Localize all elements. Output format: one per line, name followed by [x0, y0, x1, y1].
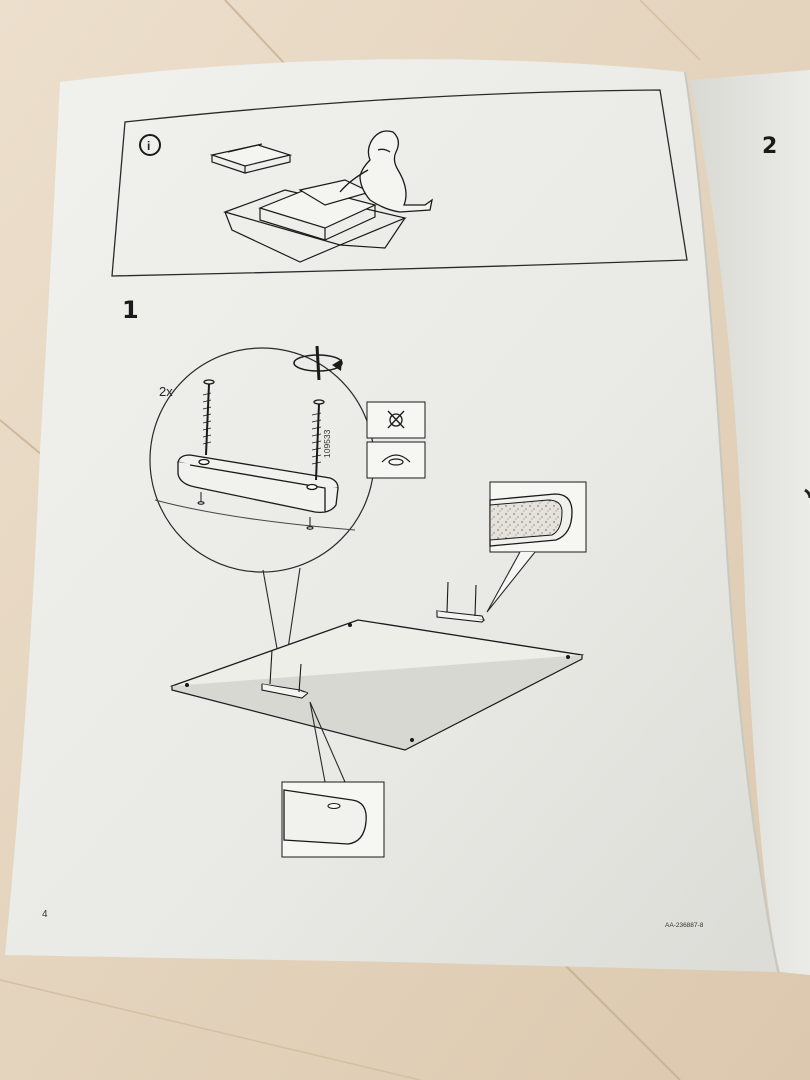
panel-board	[169, 619, 585, 751]
board-block-back	[435, 581, 485, 623]
info-icon: i	[139, 134, 161, 156]
board-block-front	[261, 649, 309, 699]
left-page	[5, 59, 779, 973]
screw-right	[306, 399, 325, 530]
svg-text:i: i	[147, 139, 150, 153]
person-illustration	[339, 130, 433, 213]
screw-left	[197, 379, 215, 505]
quantity-label: 2x	[159, 384, 173, 399]
screwdriver-icon	[293, 345, 343, 381]
tool-guidance-icons	[366, 401, 426, 479]
detail-callout-bottom	[281, 701, 385, 858]
rotate-arrow-icon	[332, 359, 342, 371]
document-code: AA-236887-8	[665, 922, 704, 929]
step-2-number: 2	[762, 134, 777, 159]
wood-block	[177, 454, 339, 513]
page-number: 4	[42, 909, 48, 920]
step-1-number: 1	[122, 296, 139, 324]
countersink-hole-icon	[381, 454, 411, 466]
right-page: 2	[690, 70, 810, 975]
info-panel: i	[111, 89, 688, 277]
countersink-box	[366, 441, 426, 479]
part-number: 109533	[322, 429, 332, 458]
detail-callout-top	[486, 481, 587, 613]
detail-magnifier: 2x 109533	[149, 345, 375, 683]
open-box-illustration	[223, 179, 407, 263]
flat-box-illustration	[209, 143, 293, 174]
no-power-drill-icon	[387, 410, 405, 429]
